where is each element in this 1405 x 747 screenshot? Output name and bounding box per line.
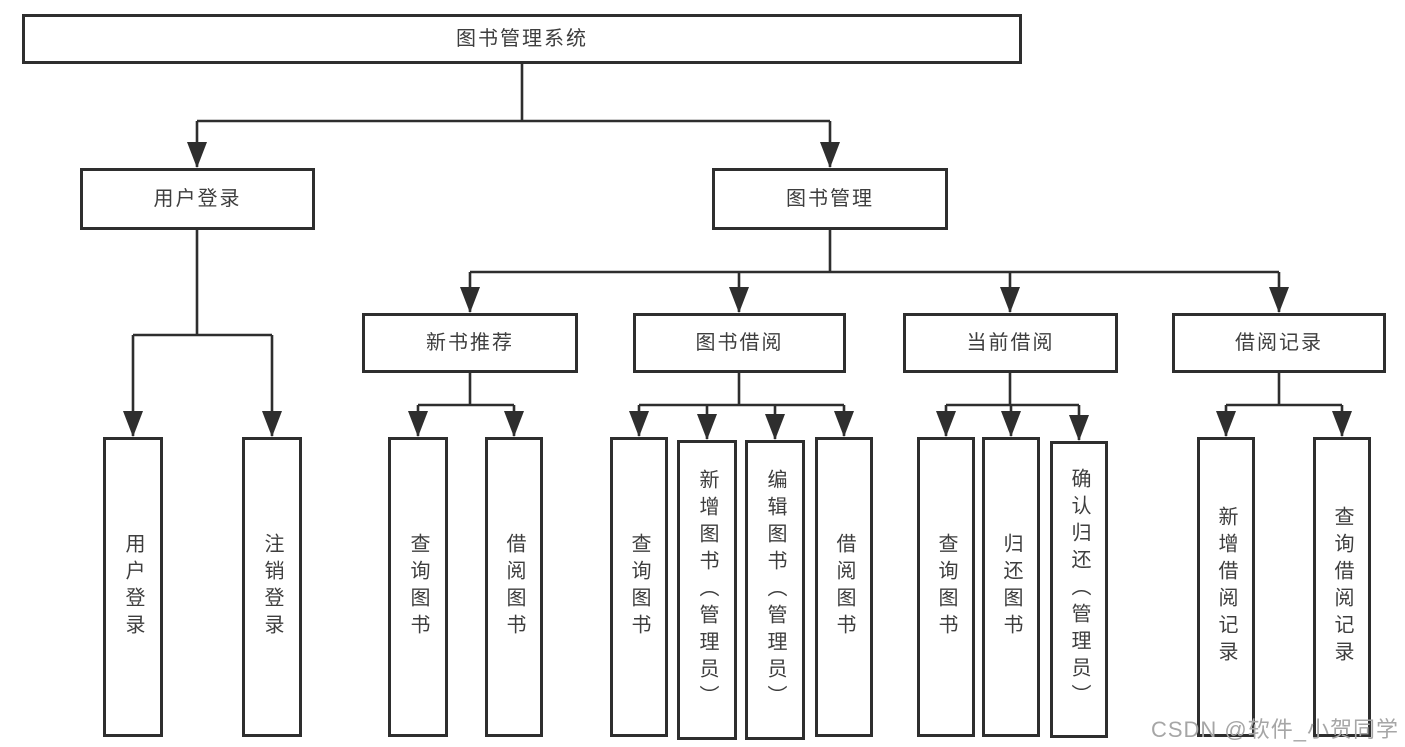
leaf-user-login: 用户登录 bbox=[103, 437, 163, 737]
node-borrow-record: 借阅记录 bbox=[1172, 313, 1386, 373]
leaf-borrow-edit-book-admin: 编辑图书（管理员） bbox=[745, 440, 805, 740]
leaf-logout: 注销登录 bbox=[242, 437, 302, 737]
leaf-recommend-borrow-book: 借阅图书 bbox=[485, 437, 543, 737]
node-current-borrow: 当前借阅 bbox=[903, 313, 1118, 373]
leaf-current-confirm-return-admin: 确认归还（管理员） bbox=[1050, 441, 1108, 738]
node-book-borrow: 图书借阅 bbox=[633, 313, 846, 373]
leaf-recommend-query-book: 查询图书 bbox=[388, 437, 448, 737]
leaf-borrow-query-book: 查询图书 bbox=[610, 437, 668, 737]
csdn-watermark: CSDN @软件_小贺同学 bbox=[1150, 717, 1399, 742]
node-user-login: 用户登录 bbox=[80, 168, 315, 230]
node-book-management: 图书管理 bbox=[712, 168, 948, 230]
leaf-borrow-borrow-book: 借阅图书 bbox=[815, 437, 873, 737]
leaf-record-query-borrow-record: 查询借阅记录 bbox=[1313, 437, 1371, 737]
leaf-borrow-add-book-admin: 新增图书（管理员） bbox=[677, 440, 737, 740]
leaf-current-return-book: 归还图书 bbox=[982, 437, 1040, 737]
leaf-record-add-borrow-record: 新增借阅记录 bbox=[1197, 437, 1255, 737]
node-new-book-recommend: 新书推荐 bbox=[362, 313, 578, 373]
leaf-current-query-book: 查询图书 bbox=[917, 437, 975, 737]
node-root: 图书管理系统 bbox=[22, 14, 1022, 64]
